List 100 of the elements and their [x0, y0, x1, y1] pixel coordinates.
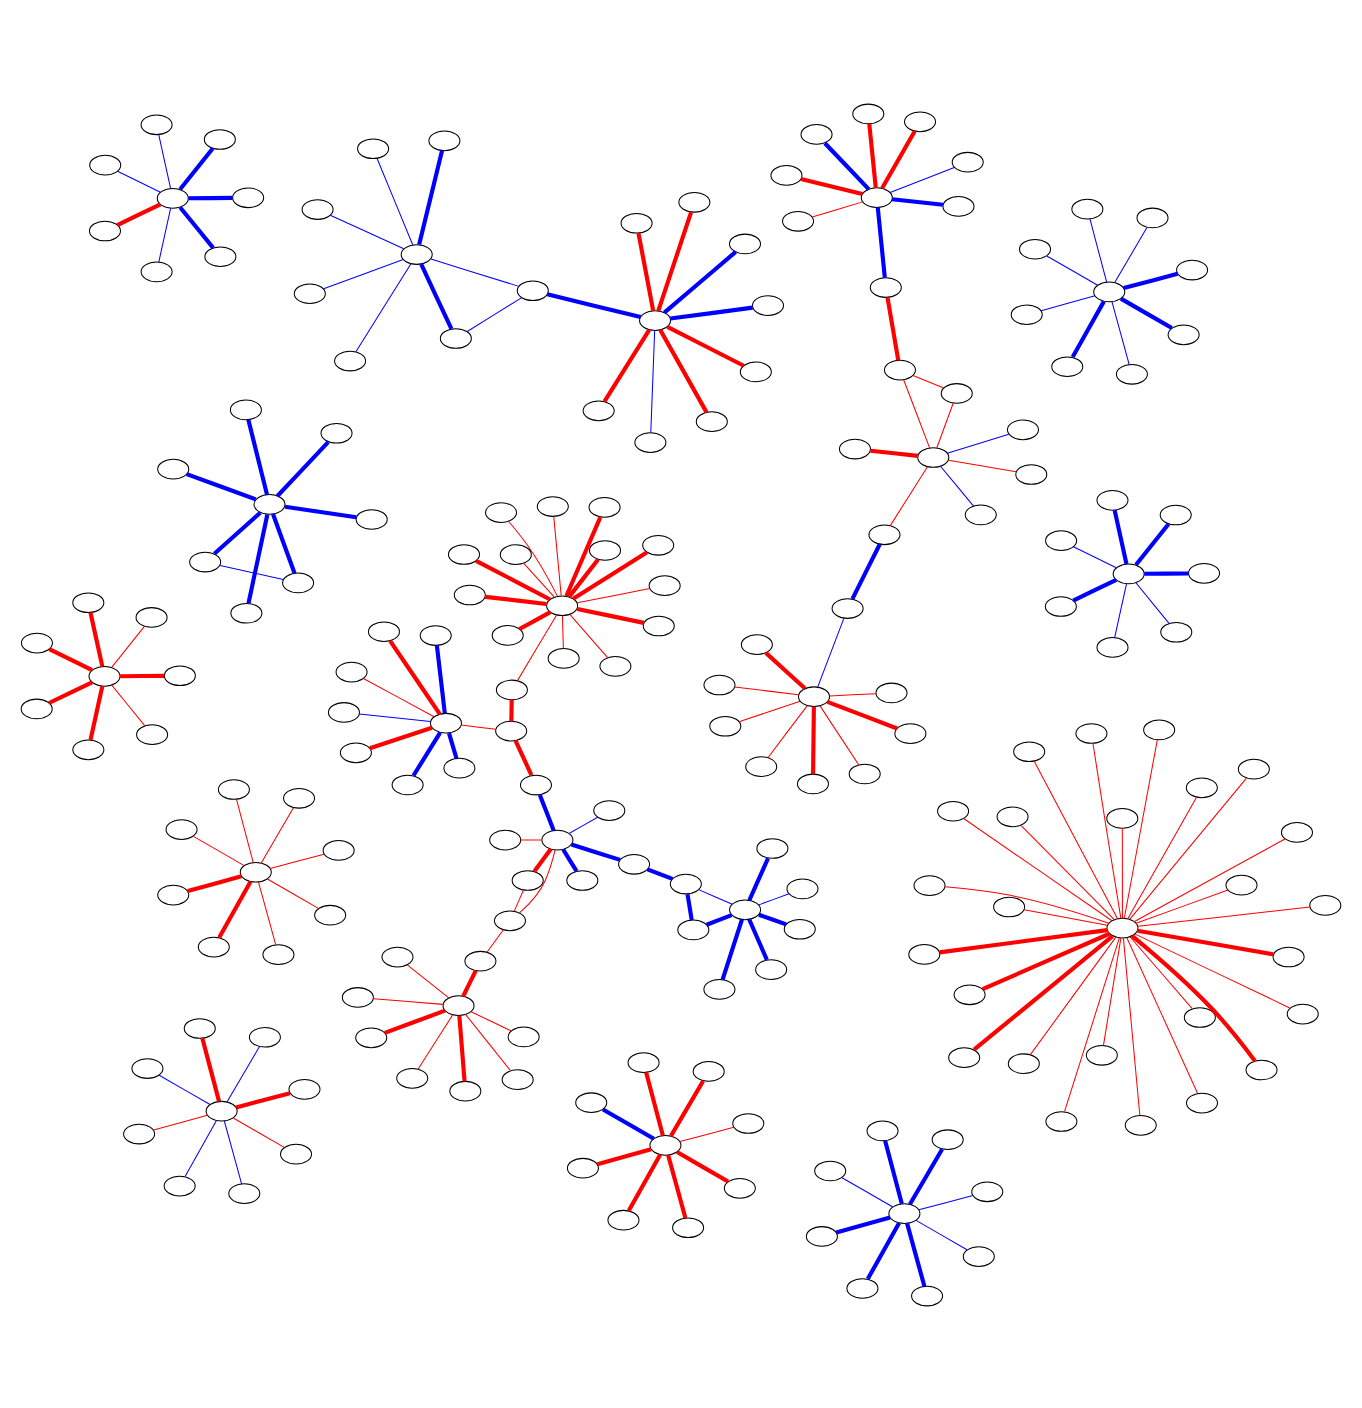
node-ellipse [723, 1176, 756, 1198]
node-ellipse [678, 190, 711, 212]
node-ellipse [495, 719, 528, 741]
node-ellipse [964, 503, 997, 525]
node-ellipse [582, 399, 615, 421]
connector [362, 677, 435, 717]
node-ellipse [937, 799, 970, 821]
connector [460, 723, 497, 729]
connector [819, 704, 860, 765]
connector [446, 731, 459, 758]
connector [1072, 577, 1118, 602]
node-ellipse [489, 828, 522, 850]
connector [271, 512, 297, 573]
connector [411, 730, 442, 776]
node-ellipse [322, 839, 355, 860]
connector [1129, 776, 1247, 919]
node-ellipse [739, 360, 772, 382]
node-ellipse [429, 711, 462, 733]
node-ellipse [627, 1051, 660, 1072]
connector [388, 638, 442, 715]
connector [940, 464, 975, 506]
connector [88, 611, 105, 666]
connector [880, 129, 917, 189]
node-ellipse [593, 799, 626, 820]
node-ellipse [1272, 945, 1305, 967]
node-ellipse [951, 150, 984, 172]
node-ellipse [649, 1134, 682, 1155]
node-ellipse [894, 722, 927, 743]
connector [576, 605, 645, 624]
connector [88, 684, 105, 740]
node-ellipse [327, 701, 360, 722]
node-ellipse [911, 1284, 944, 1306]
connector [738, 699, 801, 722]
connector [417, 1013, 454, 1069]
node-ellipse [391, 773, 424, 795]
connector [889, 465, 929, 526]
connector [883, 1139, 904, 1204]
node-ellipse [1185, 1091, 1219, 1113]
node-ellipse [728, 232, 762, 254]
node-ellipse [293, 282, 326, 304]
node-ellipse [1075, 722, 1108, 743]
connector [226, 1045, 260, 1102]
connector [912, 373, 945, 388]
node-ellipse [123, 1122, 156, 1144]
connector [875, 206, 887, 277]
connector [1070, 299, 1106, 358]
connector [936, 401, 954, 448]
node-ellipse [519, 773, 553, 795]
node-ellipse [72, 738, 105, 760]
node-ellipse [800, 123, 833, 144]
connector [1134, 932, 1291, 1008]
node-ellipse [203, 128, 236, 149]
node-ellipse [341, 986, 374, 1007]
node-ellipse [447, 543, 481, 564]
node-ellipse [888, 1202, 921, 1223]
node-ellipse [381, 945, 414, 967]
connector [817, 616, 845, 687]
node-ellipse [971, 1180, 1004, 1202]
node-ellipse [140, 113, 173, 135]
node-ellipse [677, 918, 710, 940]
connector [1033, 759, 1118, 919]
node-ellipse [618, 852, 651, 874]
connector [944, 885, 1110, 923]
node-ellipse [204, 245, 237, 267]
connector [186, 471, 257, 501]
node-ellipse [1245, 1058, 1278, 1080]
node-ellipse [516, 279, 549, 301]
node-ellipse [357, 137, 390, 159]
connector [508, 519, 558, 596]
connector [963, 817, 1113, 921]
connector [158, 1073, 211, 1105]
node-ellipse [1085, 1043, 1118, 1065]
node-ellipse [165, 818, 198, 839]
node-ellipse [1160, 620, 1193, 642]
node-ellipse [796, 772, 829, 794]
node-ellipse [442, 994, 475, 1015]
node-ellipse [692, 1060, 725, 1081]
connector [1126, 936, 1199, 1093]
connector [669, 1078, 705, 1137]
node-ellipse [642, 614, 675, 636]
connector [670, 304, 753, 320]
node-ellipse [669, 872, 702, 894]
node-ellipse [136, 723, 169, 744]
connector [323, 258, 404, 289]
connector [120, 672, 165, 678]
connector [698, 888, 733, 904]
node-ellipse [904, 110, 937, 132]
node-ellipse [1007, 1052, 1040, 1074]
node-ellipse [962, 1245, 995, 1266]
connector [518, 609, 552, 630]
connector [835, 1214, 891, 1234]
connector [532, 846, 553, 872]
node-ellipse [1106, 807, 1139, 828]
node-ellipse [499, 543, 532, 564]
node-ellipse [783, 917, 816, 939]
node-ellipse [464, 949, 497, 971]
connector [516, 613, 557, 681]
connector [1134, 521, 1171, 565]
node-ellipse [1115, 362, 1148, 384]
connector [601, 1106, 655, 1140]
